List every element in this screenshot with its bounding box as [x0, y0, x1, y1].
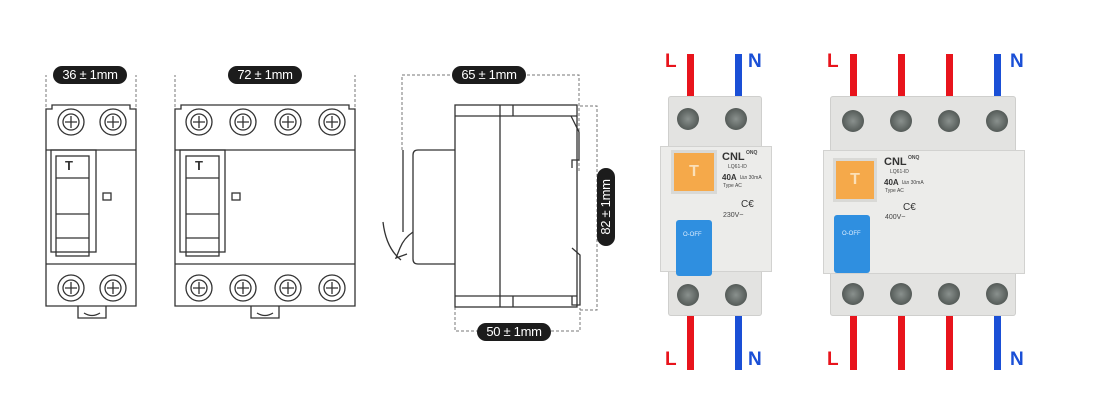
dimension-depth-total: 65 ± 1mm: [452, 66, 526, 84]
label-n-top: N: [1010, 51, 1024, 72]
label-l-bottom: L: [665, 349, 677, 370]
screw-icon: [725, 284, 747, 306]
wire-n-bottom: [735, 316, 742, 370]
brand-logo-2p: CNL: [722, 151, 745, 163]
screw-icon: [986, 110, 1008, 132]
brand-logo-4p: CNL: [884, 156, 907, 168]
screw-icon: [938, 110, 960, 132]
screw-icon: [890, 110, 912, 132]
wire-l2-top: [898, 54, 905, 98]
drawing-4p-front: [174, 75, 356, 319]
rating-4p: 40A: [884, 178, 899, 187]
label-n-bottom: N: [1010, 349, 1024, 370]
wire-n-top: [994, 54, 1001, 98]
dimension-width-2p: 36 ± 1mm: [53, 66, 127, 84]
toggle-label-2p: O-OFF: [683, 232, 702, 238]
ce-mark-icon: C€: [903, 202, 916, 213]
wire-n-bottom: [994, 316, 1001, 370]
voltage-4p: 400V~: [885, 214, 906, 221]
dimension-height: 82 ± 1mm: [597, 168, 615, 246]
drawing-2p-front: [45, 75, 137, 319]
screw-icon: [890, 283, 912, 305]
model-4p: LQ61-ID: [890, 169, 909, 175]
screw-icon: [725, 108, 747, 130]
drawing-side: [382, 74, 598, 332]
ce-mark-icon: C€: [741, 199, 754, 210]
screw-icon: [842, 110, 864, 132]
screw-icon: [986, 283, 1008, 305]
brand-suffix-2p: ONQ: [746, 150, 758, 156]
dimension-width-4p: 72 ± 1mm: [228, 66, 302, 84]
wire-l3-top: [946, 54, 953, 98]
wire-l-top: [687, 54, 694, 98]
screw-icon: [938, 283, 960, 305]
drawing-4p-test-letter: T: [195, 158, 203, 173]
toggle-switch-2p[interactable]: [676, 220, 712, 276]
type-2p: Type AC: [723, 183, 742, 189]
toggle-switch-4p[interactable]: [834, 215, 870, 273]
test-button-2p[interactable]: T: [671, 150, 717, 194]
wire-l3-bottom: [946, 316, 953, 370]
type-4p: Type AC: [885, 188, 904, 194]
test-button-4p[interactable]: T: [833, 158, 877, 202]
drawing-2p-test-letter: T: [65, 158, 73, 173]
label-n-top: N: [748, 51, 762, 72]
wire-l1-top: [850, 54, 857, 98]
screw-icon: [842, 283, 864, 305]
wire-l-bottom: [687, 316, 694, 370]
label-l-top: L: [665, 51, 677, 72]
label-l-bottom: L: [827, 349, 839, 370]
label-l-top: L: [827, 51, 839, 72]
screw-icon: [677, 108, 699, 130]
wire-l1-bottom: [850, 316, 857, 370]
wire-n-top: [735, 54, 742, 98]
model-2p: LQ61-ID: [728, 164, 747, 170]
brand-suffix-4p: ONQ: [908, 155, 920, 161]
toggle-label-4p: O-OFF: [842, 231, 861, 237]
dimension-depth-base: 50 ± 1mm: [477, 323, 551, 341]
rating-2p: 40A: [722, 173, 737, 182]
voltage-2p: 230V~: [723, 212, 744, 219]
sensitivity-2p: I∆n 30mA: [740, 175, 762, 181]
wire-l2-bottom: [898, 316, 905, 370]
sensitivity-4p: I∆n 30mA: [902, 180, 924, 186]
label-n-bottom: N: [748, 349, 762, 370]
screw-icon: [677, 284, 699, 306]
